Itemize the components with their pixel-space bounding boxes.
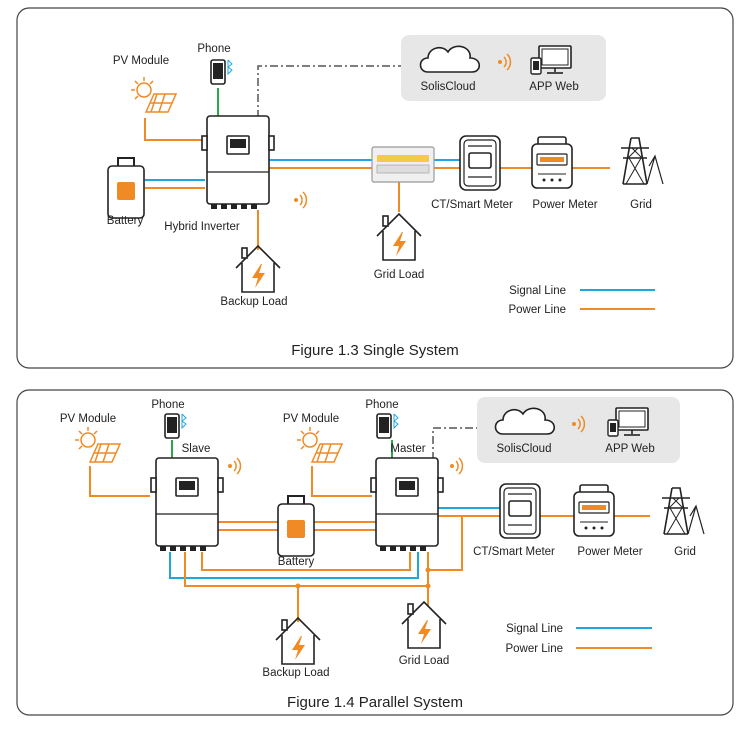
power-meter-label: Power Meter <box>532 199 597 211</box>
legend-signal-label: Signal Line <box>509 285 566 297</box>
pv-module-label: PV Module <box>283 413 339 425</box>
cloud-label: SolisCloud <box>497 443 552 455</box>
pv-module-label: PV Module <box>60 413 116 425</box>
battery-label: Battery <box>107 215 144 227</box>
backup-load-label: Backup Load <box>262 667 329 679</box>
legend-power-label: Power Line <box>505 643 563 655</box>
legend-signal-label: Signal Line <box>506 623 563 635</box>
ct-meter-label: CT/Smart Meter <box>431 199 513 211</box>
grid-load-label: Grid Load <box>374 269 425 281</box>
figure-single-system: PV Module Phone SolisCloud APP Web Batte… <box>16 7 734 369</box>
power-meter-icon <box>531 136 573 189</box>
legend-power-label: Power Line <box>508 304 566 316</box>
distribution-box-icon <box>371 146 435 183</box>
slave-inverter-icon <box>150 457 224 552</box>
slave-label: Slave <box>182 443 211 455</box>
master-label: Master <box>390 443 425 455</box>
phone-label: Phone <box>151 399 184 411</box>
hybrid-inverter-icon <box>201 115 275 210</box>
grid-label: Grid <box>674 546 696 558</box>
hybrid-inverter-label: Hybrid Inverter <box>164 221 240 233</box>
ct-smart-meter-icon <box>459 135 501 191</box>
master-inverter-icon <box>370 457 444 552</box>
cloud-label: SolisCloud <box>421 81 476 93</box>
figure-caption: Figure 1.3 Single System <box>291 342 459 359</box>
battery-label: Battery <box>278 556 315 568</box>
ct-meter-label: CT/Smart Meter <box>473 546 555 558</box>
figure-parallel-system: PV Module Phone Slave PV Module Phone Ma… <box>16 389 734 716</box>
app-web-label: APP Web <box>529 81 578 93</box>
grid-label: Grid <box>630 199 652 211</box>
battery-icon <box>107 157 145 219</box>
phone-label: Phone <box>365 399 398 411</box>
grid-load-label: Grid Load <box>399 655 450 667</box>
power-meter-label: Power Meter <box>577 546 642 558</box>
figure-caption: Figure 1.4 Parallel System <box>287 694 463 711</box>
backup-load-label: Backup Load <box>220 296 287 308</box>
power-meter-icon <box>573 484 615 537</box>
battery-icon <box>277 495 315 557</box>
app-web-label: APP Web <box>605 443 654 455</box>
ct-smart-meter-icon <box>499 483 541 539</box>
phone-label: Phone <box>197 43 230 55</box>
pv-module-label: PV Module <box>113 55 169 67</box>
